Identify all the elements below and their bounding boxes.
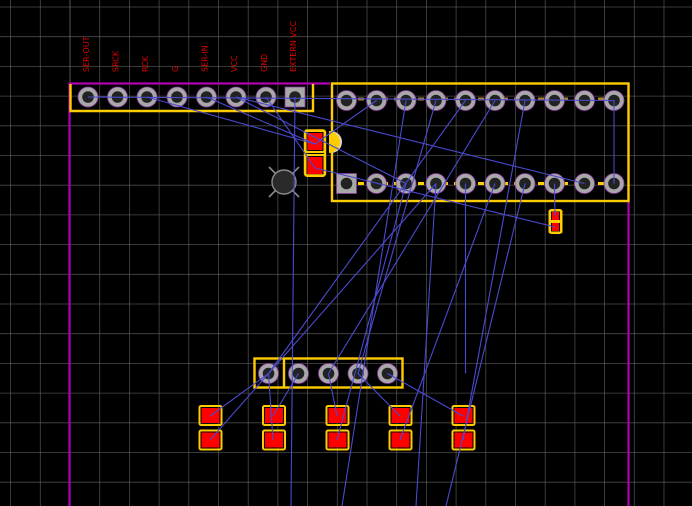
ratsnest-wire xyxy=(265,96,316,169)
smd-pair-1-pad-top-outline xyxy=(198,405,223,426)
ratsnest-wire xyxy=(415,183,437,506)
ratsnest-wire xyxy=(146,96,316,145)
ratsnest-wire xyxy=(290,96,296,506)
transistor-icon[interactable] xyxy=(271,169,297,195)
header-silkscreen xyxy=(69,84,315,113)
ratsnest-wire xyxy=(399,183,496,441)
pin-label-2: SRCK xyxy=(112,50,121,72)
resistor-pad-2[interactable] xyxy=(552,223,559,231)
ratsnest-wire xyxy=(235,96,585,185)
smd-pair-4-pad-top-outline xyxy=(388,405,413,426)
chip-top-pin-1-hole xyxy=(340,94,353,107)
ratsnest-wire xyxy=(268,100,466,374)
smd-pair-2-pad-top[interactable] xyxy=(265,408,283,423)
pads-layer xyxy=(77,86,625,451)
ratsnest-wire xyxy=(209,373,269,417)
ratsnest-wire xyxy=(206,96,316,145)
ratsnest-wire xyxy=(327,373,338,417)
smd-pair-2-pad-top-outline xyxy=(262,405,286,426)
smd-pair-3-pad-top-outline xyxy=(325,405,350,426)
silkscreen-layer xyxy=(69,82,630,389)
pin-label-6: VCC xyxy=(230,55,239,72)
ratsnest-wire xyxy=(357,100,437,374)
ratsnest-wire xyxy=(387,373,464,417)
smd-pair-2-pad-bottom-outline xyxy=(262,429,286,451)
smd-pair-5-pad-top-outline xyxy=(451,405,476,426)
chip-bottom-pin-1-hole xyxy=(340,177,353,190)
ratsnest-wire xyxy=(272,373,299,417)
header5-silkscreen xyxy=(253,357,404,389)
ratsnest-wire xyxy=(462,100,526,441)
board-outline xyxy=(68,82,630,506)
capacitor-pad-2[interactable] xyxy=(307,157,323,174)
pin-label-1: SER-OUT xyxy=(82,36,91,72)
pin-label-8: EXTERN VCC xyxy=(289,21,298,72)
ratsnest-wire xyxy=(357,373,401,417)
pin-label-3: RCK xyxy=(141,55,150,72)
ratsnest-wire xyxy=(328,100,496,374)
ratsnest-wire xyxy=(267,373,274,441)
ratsnest-layer xyxy=(87,96,615,506)
ratsnest-wire xyxy=(314,100,377,145)
capacitor-pad-2-outline xyxy=(304,154,326,177)
ratsnest-wire xyxy=(87,96,615,102)
pin-label-7: GND xyxy=(260,54,269,72)
led-icon xyxy=(329,131,340,153)
smd-pair-3-pad-bottom-outline xyxy=(325,429,350,451)
smd-pair-5-pad-bottom-outline xyxy=(451,429,476,451)
ratsnest-wire xyxy=(209,183,437,441)
smd-pair-1-pad-bottom-outline xyxy=(198,429,223,451)
smd-pair-3-pad-top[interactable] xyxy=(328,408,347,423)
resistor-pad-1[interactable] xyxy=(552,212,559,220)
pin-label-5: SER-IN xyxy=(201,45,210,72)
board-outline-left-top xyxy=(68,82,330,506)
capacitor-pad-1[interactable] xyxy=(307,133,323,150)
ratsnest-wire xyxy=(336,183,407,441)
ratsnest-wire xyxy=(553,183,556,217)
pin-label-4: G xyxy=(171,66,180,72)
header-pin-4-hole xyxy=(171,91,183,103)
pin-labels: SER-OUT SRCK RCK G SER-IN VCC GND EXTERN VCC xyxy=(82,21,298,72)
ratsnest-wire xyxy=(445,183,526,506)
resistor-pad-2-outline xyxy=(549,220,562,234)
smd-pair-2-pad-bottom[interactable] xyxy=(265,432,283,448)
smd-pair-4-pad-bottom-outline xyxy=(388,429,413,451)
